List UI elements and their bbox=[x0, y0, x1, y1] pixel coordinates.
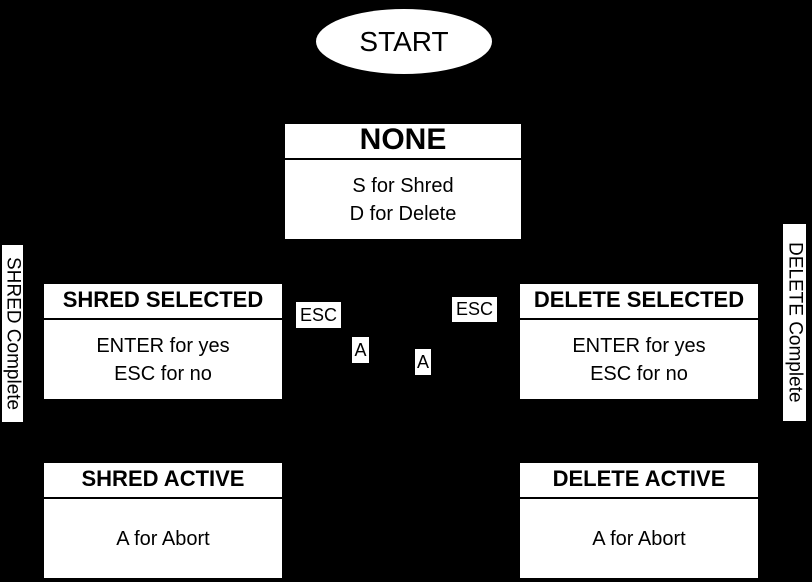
state-delete-selected-line: ENTER for yes bbox=[572, 334, 706, 357]
state-delete-selected-line: ESC for no bbox=[590, 362, 688, 385]
state-shred-selected-line: ENTER for yes bbox=[96, 334, 230, 357]
edge-label-shred-complete: SHRED Complete bbox=[2, 245, 24, 422]
state-shred-selected: SHRED SELECTED ENTER for yes ESC for no bbox=[44, 284, 282, 399]
state-shred-active-line: A for Abort bbox=[116, 527, 210, 550]
state-delete-active-title: DELETE ACTIVE bbox=[520, 463, 758, 499]
state-delete-selected-title: DELETE SELECTED bbox=[520, 284, 758, 320]
edge-label-esc-left: ESC bbox=[296, 302, 341, 328]
state-none-line: S for Shred bbox=[352, 174, 454, 197]
state-shred-active: SHRED ACTIVE A for Abort bbox=[44, 463, 282, 578]
state-delete-active-body: A for Abort bbox=[520, 499, 758, 578]
state-none-body: S for Shred D for Delete bbox=[285, 160, 521, 239]
start-node-label: START bbox=[359, 25, 449, 57]
state-none: NONE S for Shred D for Delete bbox=[285, 124, 521, 239]
start-node: START bbox=[316, 9, 492, 74]
state-shred-active-body: A for Abort bbox=[44, 499, 282, 578]
edge-label-delete-complete: DELETE Complete bbox=[783, 224, 806, 421]
state-shred-selected-line: ESC for no bbox=[114, 362, 212, 385]
state-shred-active-title: SHRED ACTIVE bbox=[44, 463, 282, 499]
state-delete-active: DELETE ACTIVE A for Abort bbox=[520, 463, 758, 578]
state-shred-selected-title: SHRED SELECTED bbox=[44, 284, 282, 320]
state-delete-selected: DELETE SELECTED ENTER for yes ESC for no bbox=[520, 284, 758, 399]
state-none-title: NONE bbox=[285, 124, 521, 160]
state-delete-active-line: A for Abort bbox=[592, 527, 686, 550]
edge-label-abort-right: A bbox=[415, 349, 431, 375]
state-delete-selected-body: ENTER for yes ESC for no bbox=[520, 320, 758, 399]
state-shred-selected-body: ENTER for yes ESC for no bbox=[44, 320, 282, 399]
edge-label-abort-left: A bbox=[352, 337, 369, 363]
edge-label-esc-right: ESC bbox=[452, 297, 497, 322]
state-none-line: D for Delete bbox=[349, 202, 457, 225]
